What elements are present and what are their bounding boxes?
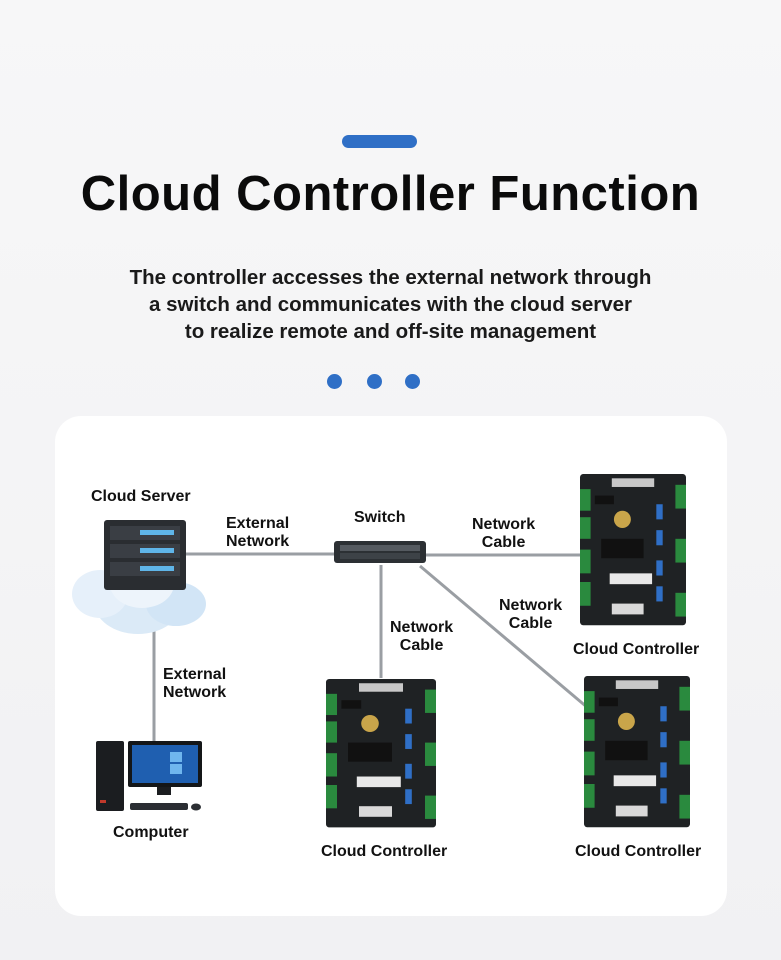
- page-title: Cloud Controller Function: [80, 167, 701, 221]
- subtitle-line: to realize remote and off-site managemen…: [184, 320, 597, 343]
- label-controller-bottom-middle: Cloud Controller: [321, 843, 448, 860]
- label-switch: Switch: [354, 509, 406, 526]
- pagination-dots: [0, 374, 781, 390]
- label-link-switch-middle: Network Cable: [390, 619, 453, 655]
- label-link-server-computer: External Network: [163, 666, 226, 702]
- computer-icon: [96, 741, 202, 811]
- link-label-line: Network: [499, 597, 563, 614]
- subtitle-line: a switch and communicates with the cloud…: [148, 293, 633, 316]
- controller-bottom-right-icon: [584, 676, 690, 828]
- switch-icon: [334, 541, 426, 563]
- subtitle-line: The controller accesses the external net…: [129, 266, 652, 289]
- cloud-server-icon: [72, 520, 206, 634]
- link-label-line: Network: [472, 516, 536, 533]
- link-label-line: Cable: [481, 534, 526, 551]
- link-label-line: Network: [390, 619, 454, 636]
- link-label-line: Network: [226, 533, 290, 550]
- cable-switch-bottom-right: [419, 564, 589, 710]
- link-label-line: Network: [163, 684, 227, 701]
- dot: [367, 374, 382, 389]
- controller-top-right-icon: [580, 474, 686, 626]
- label-cloud-server: Cloud Server: [91, 488, 191, 505]
- controller-bottom-middle-icon: [326, 679, 436, 828]
- link-label-line: Cable: [399, 637, 444, 654]
- label-link-switch-bottom-right: Network Cable: [499, 597, 562, 633]
- dot: [327, 374, 342, 389]
- link-label-line: External: [163, 666, 227, 683]
- label-link-server-switch: External Network: [226, 515, 289, 551]
- page-subtitle: The controller accesses the external net…: [60, 264, 721, 345]
- label-controller-top-right: Cloud Controller: [573, 641, 700, 658]
- label-link-switch-top-right: Network Cable: [472, 516, 535, 552]
- dot: [405, 374, 420, 389]
- label-computer: Computer: [113, 824, 189, 841]
- label-controller-bottom-right: Cloud Controller: [575, 843, 702, 860]
- link-label-line: Cable: [508, 615, 553, 632]
- link-label-line: External: [226, 515, 290, 532]
- accent-bar: [342, 135, 417, 148]
